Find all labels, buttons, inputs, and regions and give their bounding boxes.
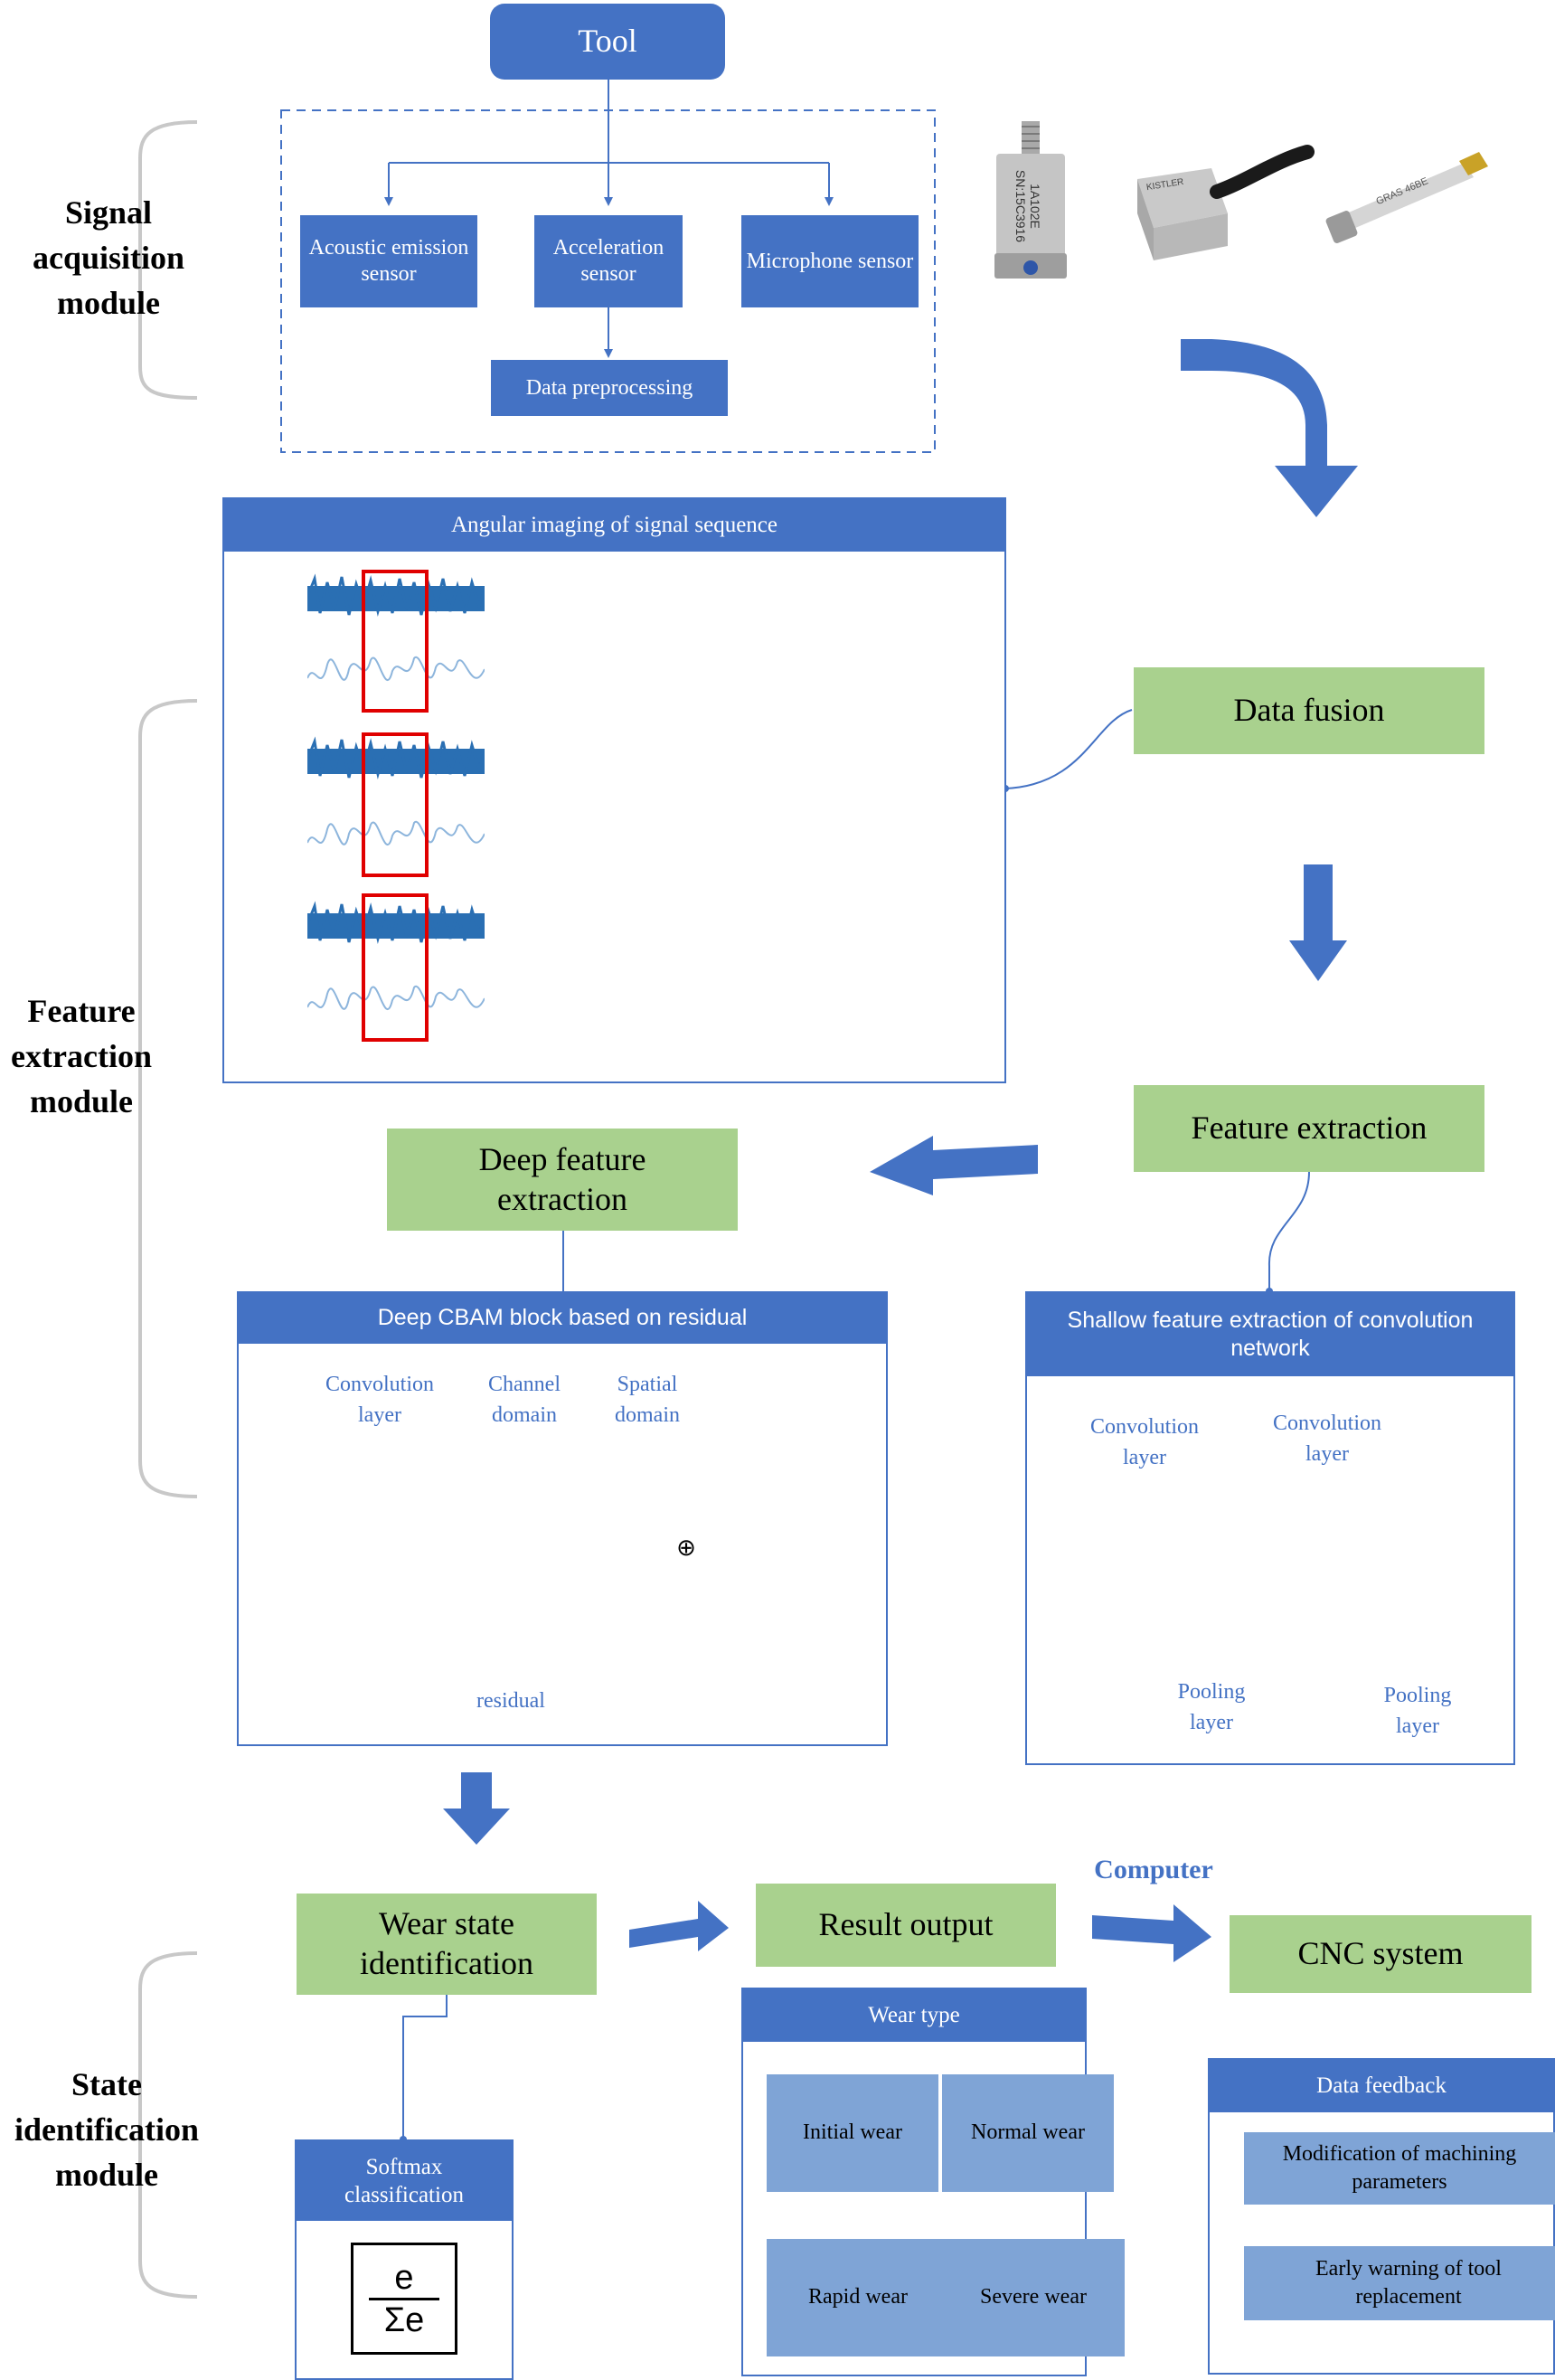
- signal-module-bracket: [138, 120, 198, 400]
- computer-label: Computer: [1094, 1855, 1213, 1884]
- data-preprocessing-box[interactable]: Data preprocessing: [491, 360, 728, 416]
- result-output-box[interactable]: Result output: [756, 1884, 1056, 1967]
- cnc-system-box[interactable]: CNC system: [1230, 1915, 1531, 1993]
- accelerometer-label: 1A102E SN:15C3916: [1013, 156, 1042, 256]
- softmax-formula: e Σe: [351, 2243, 457, 2355]
- data-feedback-title: Data feedback: [1210, 2060, 1553, 2112]
- shallow-conv-label-1: Convolution layer: [1089, 1415, 1199, 1469]
- microphone-image: [1325, 152, 1488, 243]
- accelerometer-subtext: SN:15C3916: [1013, 169, 1028, 243]
- wear-state-box[interactable]: Wear state identification: [297, 1894, 597, 1995]
- shallow-title: Shallow feature extraction of convolutio…: [1027, 1293, 1513, 1376]
- left-arrow-deep: [870, 1136, 1038, 1195]
- feature-module-bracket: [138, 699, 198, 1498]
- early-warning-box[interactable]: Early warning of tool replacement: [1244, 2246, 1555, 2320]
- softmax-denominator: Σe: [383, 2300, 425, 2339]
- acoustic-sensor-box[interactable]: Acoustic emission sensor: [300, 215, 477, 307]
- shallow-pool-label-2: Pooling layer: [1383, 1684, 1452, 1738]
- cbam-title: Deep CBAM block based on residual: [239, 1293, 886, 1344]
- state-module-label: State identification module: [14, 2066, 199, 2193]
- curved-flow-arrow: [1181, 339, 1358, 517]
- signal-waveform-1: [307, 570, 485, 713]
- severe-wear-box[interactable]: Severe wear: [942, 2239, 1125, 2356]
- initial-wear-box[interactable]: Initial wear: [767, 2074, 938, 2192]
- down-arrow-cbam: [443, 1772, 510, 1845]
- deep-feature-box[interactable]: Deep feature extraction: [387, 1129, 738, 1231]
- right-arrow-result: [629, 1901, 729, 1951]
- residual-sum-symbol: ⊕: [676, 1535, 696, 1561]
- wear-type-title: Wear type: [743, 1989, 1085, 2042]
- data-feedback-panel: Data feedback Modification of machining …: [1208, 2058, 1555, 2375]
- feature-extraction-box[interactable]: Feature extraction: [1134, 1085, 1484, 1172]
- feature-module-label: Feature extraction module: [11, 993, 152, 1119]
- tool-box[interactable]: Tool: [490, 4, 725, 80]
- softmax-panel: Softmax classification e Σe: [295, 2139, 514, 2380]
- down-arrow-fusion: [1289, 864, 1347, 981]
- accelerometer-image: [994, 121, 1067, 279]
- cbam-panel: Deep CBAM block based on residual: [237, 1291, 888, 1746]
- signal-module-label: Signal acquisition module: [32, 194, 185, 321]
- cbam-spatial-label: Spatial domain: [615, 1373, 680, 1427]
- normal-wear-box[interactable]: Normal wear: [942, 2074, 1114, 2192]
- cbam-channel-label: Channel domain: [488, 1373, 561, 1427]
- modification-box[interactable]: Modification of machining parameters: [1244, 2132, 1555, 2205]
- signal-waveform-2: [307, 731, 485, 879]
- angular-imaging-title: Angular imaging of signal sequence: [224, 499, 1004, 552]
- residual-label: residual: [476, 1689, 545, 1713]
- microphone-sensor-box[interactable]: Microphone sensor: [741, 215, 919, 307]
- softmax-numerator: e: [394, 2258, 414, 2297]
- data-fusion-box[interactable]: Data fusion: [1134, 667, 1484, 754]
- softmax-title: Softmax classification: [297, 2141, 512, 2221]
- state-module-bracket: [138, 1951, 198, 2299]
- softmax-fraction-bar: [369, 2297, 439, 2300]
- wear-type-panel: Wear type Initial wear Normal wear Rapid…: [741, 1988, 1125, 2376]
- acceleration-sensor-box[interactable]: Acceleration sensor: [534, 215, 683, 307]
- rapid-wear-box[interactable]: Rapid wear: [767, 2239, 949, 2356]
- shallow-pool-label-1: Pooling layer: [1177, 1680, 1246, 1734]
- kistler-sensor-image: [1137, 145, 1315, 260]
- shallow-panel: Shallow feature extraction of convolutio…: [1025, 1291, 1515, 1765]
- shallow-conv-label-2: Convolution layer: [1272, 1412, 1381, 1466]
- right-arrow-cnc: [1092, 1904, 1211, 1962]
- cbam-conv-label: Convolution layer: [325, 1373, 434, 1427]
- signal-waveform-3: [307, 893, 485, 1042]
- accelerometer-text: 1A102E: [1028, 184, 1042, 229]
